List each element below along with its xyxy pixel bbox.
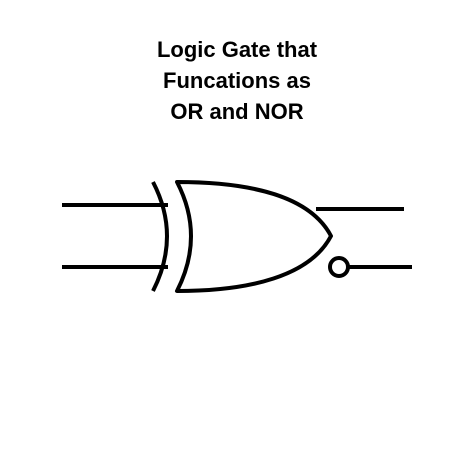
title-line-3: OR and NOR (170, 99, 304, 124)
title-line-2: Funcations as (163, 68, 311, 93)
inversion-bubble (328, 256, 350, 278)
input-arc (151, 181, 169, 292)
gate-body (175, 180, 333, 293)
diagram-title: Logic Gate that Funcations as OR and NOR (0, 34, 474, 127)
title-line-1: Logic Gate that (156, 37, 318, 62)
